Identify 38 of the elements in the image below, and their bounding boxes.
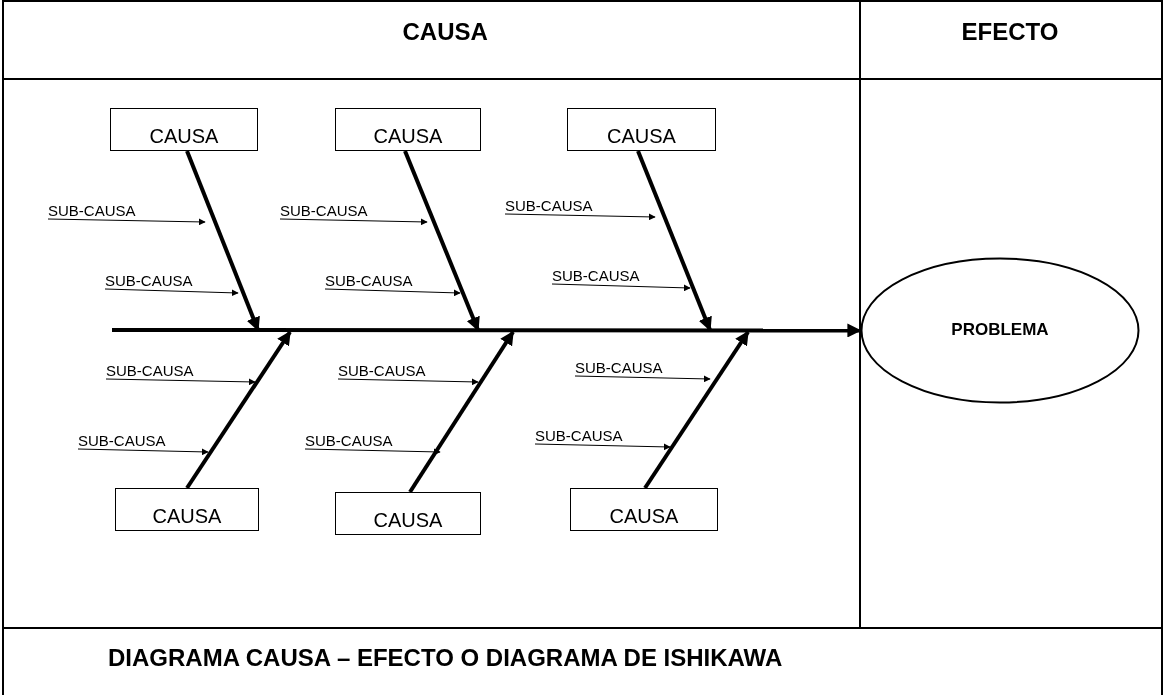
sub-cause-label: SUB-CAUSA (280, 202, 368, 219)
cause-box: CAUSA (567, 108, 716, 151)
sub-cause-label: SUB-CAUSA (106, 362, 194, 379)
arrow (77, 448, 209, 456)
arrow (324, 288, 461, 297)
arrow (534, 443, 671, 451)
arrow (104, 288, 239, 297)
arrow (337, 378, 479, 386)
cause-box: CAUSA (570, 488, 718, 531)
arrow (279, 218, 428, 226)
diagram-caption: DIAGRAMA CAUSA – EFECTO O DIAGRAMA DE ISHIKAWA (108, 644, 783, 672)
column-header: CAUSA (402, 18, 488, 46)
spine-arrow (112, 323, 862, 338)
sub-cause-label: SUB-CAUSA (338, 362, 426, 379)
arrow (551, 283, 691, 292)
sub-cause-label: SUB-CAUSA (48, 202, 136, 219)
sub-cause-label: SUB-CAUSA (535, 427, 623, 444)
arrow (504, 213, 656, 221)
arrow (105, 378, 256, 386)
sub-cause-label: SUB-CAUSA (505, 197, 593, 214)
problem-label: PROBLEMA (950, 319, 1050, 340)
sub-cause-label: SUB-CAUSA (552, 267, 640, 284)
cause-box: CAUSA (335, 492, 481, 535)
sub-cause-label: SUB-CAUSA (78, 432, 166, 449)
arrow (304, 448, 441, 456)
bone-arrow (185, 330, 292, 490)
cause-box: CAUSA (110, 108, 258, 151)
column-header: EFECTO (961, 18, 1059, 46)
arrow (47, 218, 206, 226)
cause-box: CAUSA (115, 488, 259, 531)
cause-box: CAUSA (335, 108, 481, 151)
sub-cause-label: SUB-CAUSA (325, 272, 413, 289)
sub-cause-label: SUB-CAUSA (105, 272, 193, 289)
bone-arrow (408, 330, 515, 494)
sub-cause-label: SUB-CAUSA (575, 359, 663, 376)
sub-cause-label: SUB-CAUSA (305, 432, 393, 449)
bone-arrow (643, 330, 750, 490)
arrow (574, 375, 711, 383)
